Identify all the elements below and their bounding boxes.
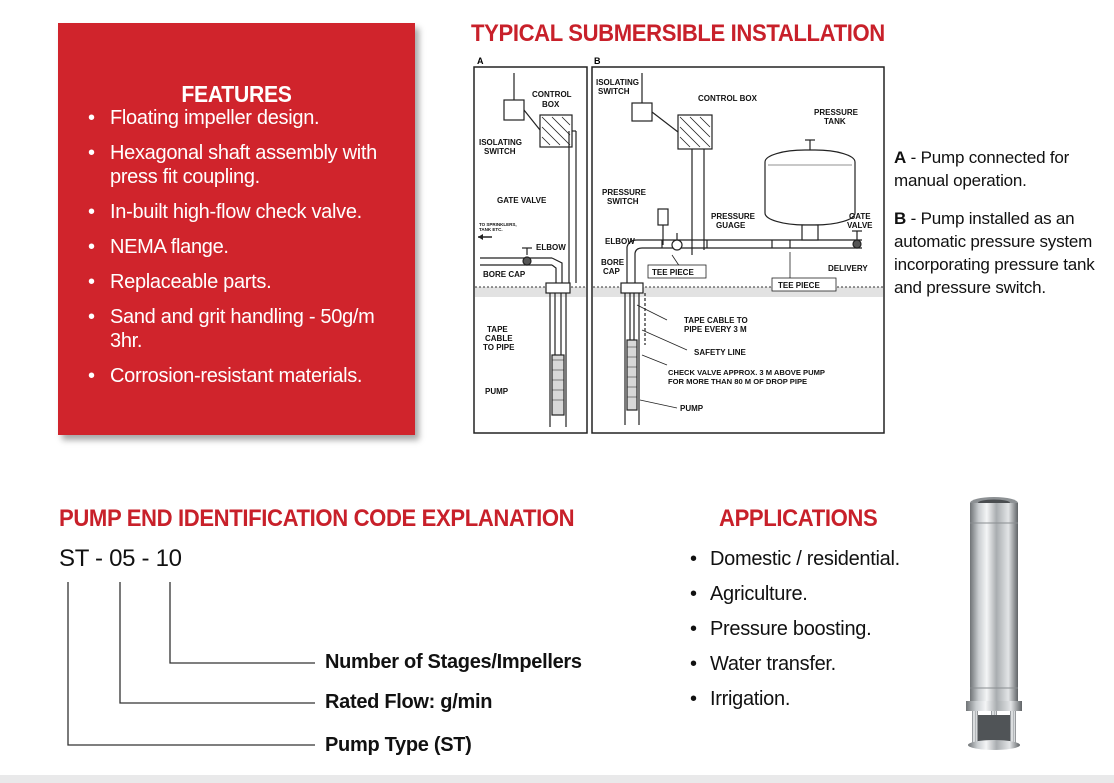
bottom-strip xyxy=(0,775,1114,783)
applications-item: Water transfer. xyxy=(690,652,900,676)
diagram-captions: A - Pump connected for manual operation.… xyxy=(894,146,1109,314)
applications-item: Irrigation. xyxy=(690,687,900,711)
panel-b-frame xyxy=(591,66,885,434)
features-item: Hexagonal shaft assembly with press fit … xyxy=(88,141,408,189)
features-title: FEATURES xyxy=(181,81,292,107)
caption-b: B - Pump installed as an automatic press… xyxy=(894,207,1109,299)
features-item: Corrosion-resistant materials. xyxy=(88,364,408,388)
panel-b-safety-line-label: SAFETY LINE xyxy=(694,348,747,357)
panel-a-drawing xyxy=(480,73,577,427)
panel-b-tee-piece-2-label: TEE PIECE xyxy=(778,281,820,290)
features-item: NEMA flange. xyxy=(88,235,408,259)
panel-b-letter: B xyxy=(594,56,601,66)
features-item: In-built high-flow check valve. xyxy=(88,200,408,224)
caption-a-key: A xyxy=(894,148,907,167)
installation-diagram-svg: A B xyxy=(473,56,885,434)
connector-type xyxy=(67,582,315,746)
features-list: Floating impeller design. Hexagonal shaf… xyxy=(88,106,408,399)
connector-flow xyxy=(119,582,315,704)
pump-type-label: Pump Type (ST) xyxy=(325,734,472,756)
installation-diagram: A B xyxy=(472,55,886,435)
panel-b-tee-piece-label: TEE PIECE xyxy=(652,268,694,277)
panel-b-pump-label: PUMP xyxy=(680,404,704,413)
code-explanation-title: PUMP END IDENTIFICATION CODE EXPLANATION xyxy=(59,505,575,532)
stages-label: Number of Stages/Impellers xyxy=(325,651,582,673)
installation-title: TYPICAL SUBMERSIBLE INSTALLATION xyxy=(471,20,885,47)
panel-a-gate-valve-label: GATE VALVE xyxy=(497,196,547,205)
features-item: Sand and grit handling - 50g/m 3hr. xyxy=(88,305,408,353)
panel-b-control-box-label: CONTROL BOX xyxy=(698,94,758,103)
rated-flow-label: Rated Flow: g/min xyxy=(325,691,493,713)
applications-title: APPLICATIONS xyxy=(719,505,878,532)
features-panel: FEATURES Floating impeller design. Hexag… xyxy=(58,23,415,435)
applications-item: Pressure boosting. xyxy=(690,617,900,641)
applications-item: Domestic / residential. xyxy=(690,547,900,571)
panel-a-pump-label: PUMP xyxy=(485,387,509,396)
applications-list: Domestic / residential. Agriculture. Pre… xyxy=(690,547,900,722)
applications-item: Agriculture. xyxy=(690,582,900,606)
panel-b-delivery-label: DELIVERY xyxy=(828,264,868,273)
features-item: Replaceable parts. xyxy=(88,270,408,294)
panel-a-arrowhead xyxy=(478,234,483,240)
panel-b-elbow-label: ELBOW xyxy=(605,237,635,246)
panel-a-elbow-label: ELBOW xyxy=(536,243,566,252)
caption-a: A - Pump connected for manual operation. xyxy=(894,146,1109,192)
caption-b-key: B xyxy=(894,209,907,228)
panel-a-bore-cap-label: BORE CAP xyxy=(483,270,526,279)
connector-stages xyxy=(169,582,315,664)
panel-b-drawing xyxy=(620,73,862,425)
caption-a-text: - Pump connected for manual operation. xyxy=(894,148,1070,190)
panel-a-sprinklers-label: TO SPRINKLERS,TANK ETC. xyxy=(479,222,517,232)
caption-b-text: - Pump installed as an automatic pressur… xyxy=(894,209,1095,297)
code-example: ST - 05 - 10 xyxy=(59,545,182,572)
pump-product-image xyxy=(966,497,1022,750)
features-item: Floating impeller design. xyxy=(88,106,408,130)
panel-a-letter: A xyxy=(477,56,484,66)
